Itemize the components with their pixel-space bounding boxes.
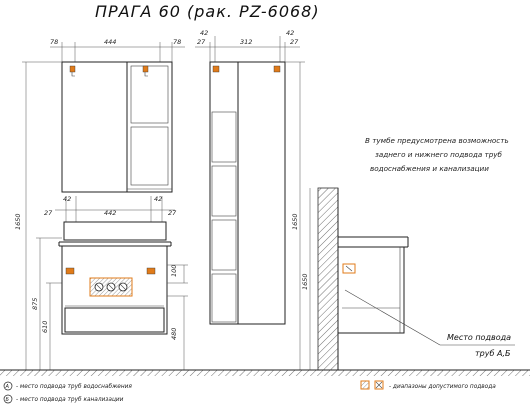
height-1650-column: 1650: [291, 213, 299, 230]
legend-a-text: - место подвода труб водоснабжения: [16, 384, 132, 390]
height-1650-left: 1650: [14, 213, 22, 230]
mount-hook-icon: [212, 65, 220, 73]
note-line-3: водоснабжения и канализации: [370, 164, 489, 173]
legend-b-text: - место подвода труб канализации: [16, 397, 124, 403]
mount-hook-icon: [65, 267, 75, 275]
cabinet-dim-left: 78: [50, 38, 58, 46]
vanity-offset-left: 42: [63, 195, 71, 203]
mount-hook-icon: [142, 65, 149, 73]
height-100: 100: [170, 265, 178, 277]
legend-range-icon: [360, 380, 370, 390]
legend: А - место подвода труб водоснабжения Б -…: [3, 380, 496, 404]
mount-hook-icon: [146, 267, 156, 275]
mirror-cabinet: 78 444 78: [50, 38, 185, 193]
cabinet-dim-right: 78: [173, 38, 181, 46]
note-line-2: заднего и нижнего подвода труб: [375, 150, 503, 159]
left-height-dims: 1650 875 610: [14, 61, 62, 370]
vanity-dim-left: 27: [44, 209, 53, 217]
page-title: ПРАГА 60 (рак. PZ-6068): [95, 2, 320, 21]
side-view: Место подвода труб А,Б 1650: [301, 187, 515, 371]
vanity-unit: 42 42 27 442 27 100 480: [44, 195, 188, 370]
wall-section: [317, 187, 339, 371]
legend-b-icon: [3, 394, 13, 404]
column-offset-left: 42: [200, 29, 208, 37]
vanity-dim-right: 27: [168, 209, 177, 217]
height-875: 875: [31, 298, 39, 310]
legend-a-icon: [3, 381, 13, 391]
installation-note: В тумбе предусмотрена возможность заднег…: [365, 136, 509, 173]
supply-note-line-2: труб А,Б: [475, 349, 511, 358]
floor: [0, 369, 530, 376]
legend-range-text: - диапазоны допустимого подвода: [389, 384, 496, 390]
column-dim-right: 27: [290, 38, 299, 46]
height-610: 610: [41, 321, 49, 333]
column-dim-left: 27: [197, 38, 206, 46]
column-cabinet: 42 42 27 312 27 1650: [195, 29, 305, 370]
note-line-1: В тумбе предусмотрена возможность: [365, 136, 509, 145]
mount-hook-icon: [273, 65, 281, 73]
vanity-offset-right: 42: [154, 195, 162, 203]
supply-note-line-1: Место подвода: [447, 333, 511, 342]
legend-a-marker: А: [5, 384, 10, 390]
height-1650-side: 1650: [301, 273, 309, 290]
height-480: 480: [170, 328, 178, 340]
vanity-dim-width: 442: [104, 209, 116, 217]
legend-b-marker: Б: [6, 397, 10, 403]
cabinet-dim-width: 444: [104, 38, 116, 46]
column-offset-right: 42: [286, 29, 294, 37]
mount-hook-icon: [69, 65, 76, 73]
column-dim-width: 312: [240, 38, 252, 46]
